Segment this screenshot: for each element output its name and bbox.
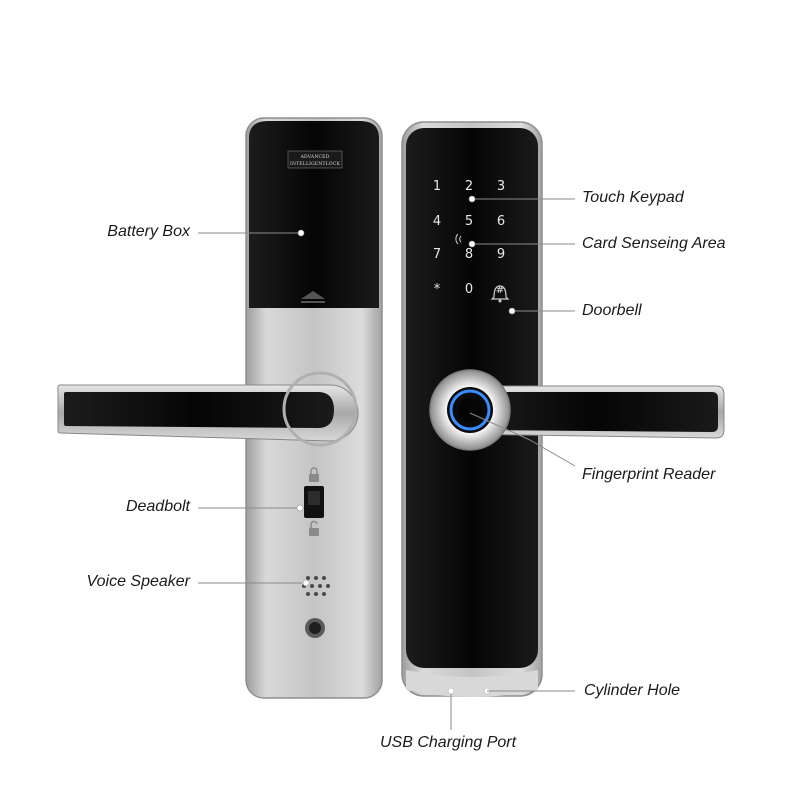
lock-closed-icon: [309, 467, 319, 482]
usb-port-icon: [447, 687, 455, 695]
touch-keypad[interactable]: 1 2 3 4 5 6 7 8 9 * 0 #: [433, 179, 505, 297]
brand-plate: [287, 150, 343, 169]
battery-release-arrow-icon: [301, 291, 325, 303]
callout-dots: [296, 195, 516, 587]
callout-doorbell: Doorbell: [582, 302, 642, 319]
keypad-key[interactable]: 0: [465, 282, 473, 297]
callout-cylinder-hole: Cylinder Hole: [584, 682, 681, 699]
speaker-grille: [302, 576, 330, 596]
keypad-key[interactable]: 9: [497, 247, 505, 262]
lock-open-icon: [309, 520, 319, 536]
keypad-key[interactable]: 3: [497, 179, 505, 194]
keypad-key[interactable]: 4: [433, 214, 441, 229]
keypad-key[interactable]: 5: [465, 214, 473, 229]
interior-handle: [57, 371, 359, 447]
leader-lines: [198, 198, 576, 730]
brand-plate-line1: ADVANCED: [300, 154, 330, 160]
interior-cylinder-icon: [305, 618, 325, 638]
callout-touch-keypad: Touch Keypad: [582, 189, 684, 206]
callout-fingerprint-reader: Fingerprint Reader: [582, 466, 716, 483]
keypad-key[interactable]: 1: [433, 179, 441, 194]
keypad-key[interactable]: 2: [465, 179, 473, 194]
fingerprint-ring-icon: [449, 389, 491, 431]
callout-usb-charging-port: USB Charging Port: [380, 734, 517, 751]
brand-plate-line2: INTELLIGENTLOCK: [290, 161, 340, 167]
callout-voice-speaker: Voice Speaker: [86, 573, 190, 590]
keypad-key[interactable]: 8: [465, 247, 473, 262]
callout-deadbolt: Deadbolt: [125, 498, 190, 515]
doorbell-icon[interactable]: [490, 285, 510, 303]
keypad-key-hash[interactable]: #: [496, 285, 504, 296]
keypad-key[interactable]: 7: [433, 247, 441, 262]
callout-card-sensing-area: Card Senseing Area: [582, 235, 726, 252]
card-sensing-icon: [455, 233, 462, 245]
keypad-key[interactable]: *: [434, 282, 441, 297]
bottom-strip: [406, 670, 538, 697]
exterior-handle: [429, 369, 725, 451]
callout-battery-box: Battery Box: [107, 223, 190, 240]
battery-box-cover: [249, 121, 379, 308]
keypad-key[interactable]: 6: [497, 214, 505, 229]
